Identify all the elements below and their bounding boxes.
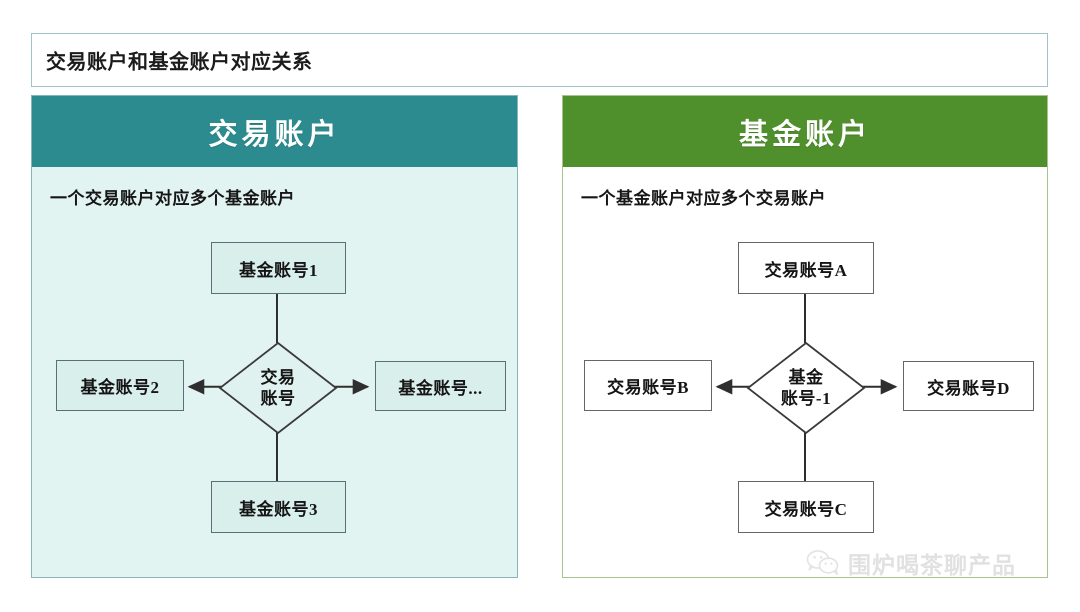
node-right-right-panel[interactable]: 交易账号D xyxy=(903,361,1034,411)
diamond-shape-icon xyxy=(218,341,338,435)
center-diamond-left-panel[interactable]: 交易 账号 xyxy=(218,341,338,435)
node-left-right-panel[interactable]: 交易账号B xyxy=(584,360,712,411)
center-diamond-label: 交易 账号 xyxy=(261,367,296,410)
center-diamond-line2: 账号-1 xyxy=(780,389,832,408)
node-right-left-panel[interactable]: 基金账号... xyxy=(375,361,506,411)
panel-subtitle-fund-account: 一个基金账户对应多个交易账户 xyxy=(581,189,826,208)
panel-trade-account: 交易账户 一个交易账户对应多个基金账户 基金账号1 基金账号2 xyxy=(31,95,518,578)
node-label: 交易账号C xyxy=(764,499,848,519)
panel-header-trade-account: 交易账户 xyxy=(32,96,517,167)
page-title: 交易账户和基金账户对应关系 xyxy=(46,51,313,74)
center-diamond-line1: 交易 xyxy=(260,367,296,387)
watermark: 围炉喝茶聊产品 xyxy=(806,546,1016,580)
node-label: 交易账号A xyxy=(764,260,848,280)
panel-header-label: 基金账户 xyxy=(738,118,871,151)
node-left-left-panel[interactable]: 基金账号2 xyxy=(56,360,184,411)
panel-header-fund-account: 基金账户 xyxy=(563,96,1047,167)
center-diamond-label: 基金 账号-1 xyxy=(781,367,831,410)
node-label: 基金账号2 xyxy=(80,378,160,397)
center-diamond-line2: 账号 xyxy=(260,389,296,408)
node-bottom-left-panel[interactable]: 基金账号3 xyxy=(211,481,346,533)
panel-header-label: 交易账户 xyxy=(208,118,341,151)
node-label: 基金账号1 xyxy=(239,260,318,280)
node-label: 基金账号... xyxy=(398,378,483,398)
node-bottom-right-panel[interactable]: 交易账号C xyxy=(738,481,874,533)
panel-fund-account: 基金账户 一个基金账户对应多个交易账户 交易账号A 交易账号B 交易账号D xyxy=(562,95,1048,578)
node-label: 基金账号3 xyxy=(239,499,318,519)
diamond-shape-icon xyxy=(746,341,866,435)
watermark-label: 围炉喝茶聊产品 xyxy=(848,553,1016,579)
wechat-icon xyxy=(806,550,839,576)
node-top-left-panel[interactable]: 基金账号1 xyxy=(211,242,346,294)
center-diamond-line1: 基金 xyxy=(788,367,824,387)
center-diamond-right-panel[interactable]: 基金 账号-1 xyxy=(746,341,866,435)
node-label: 交易账号B xyxy=(607,378,689,397)
node-top-right-panel[interactable]: 交易账号A xyxy=(738,242,874,294)
panel-subtitle-trade-account: 一个交易账户对应多个基金账户 xyxy=(50,189,295,208)
node-label: 交易账号D xyxy=(927,378,1010,398)
title-box: 交易账户和基金账户对应关系 xyxy=(31,33,1048,87)
